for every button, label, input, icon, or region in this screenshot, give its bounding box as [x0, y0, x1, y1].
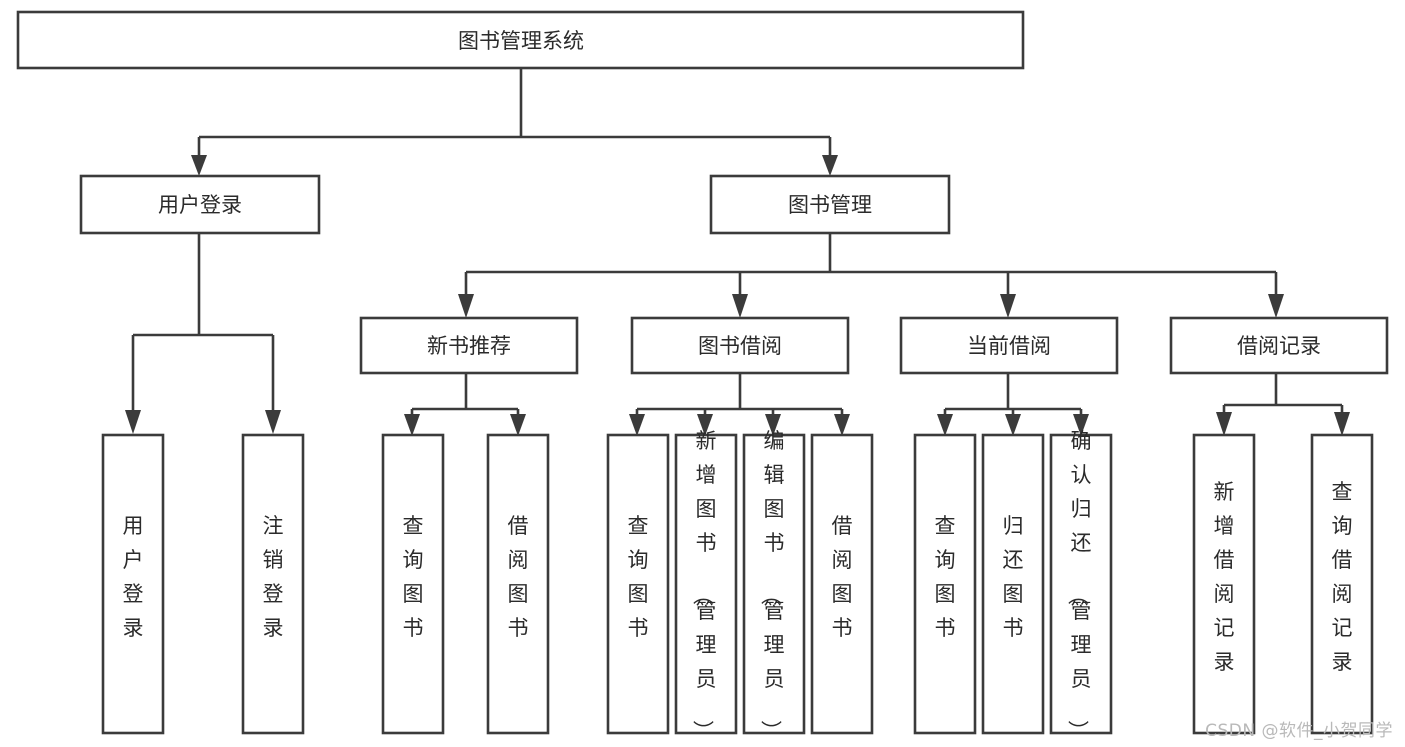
node-leaf-return-book[interactable]: 归还图书	[981, 433, 1045, 735]
node-leaf-borrow-book-2[interactable]: 借阅图书	[810, 433, 874, 735]
node-leaf-query-book-1-label: 查询图书	[403, 514, 424, 640]
csdn-watermark: CSDN @软件_小贺同学	[1205, 721, 1393, 741]
node-leaf-query-book-2[interactable]: 查询图书	[606, 433, 670, 735]
node-leaf-borrow-book-1-label: 借阅图书	[508, 514, 529, 640]
node-borrow-box[interactable]	[630, 316, 850, 375]
arrow-head-icon	[1268, 294, 1284, 318]
arrow-head-icon	[1216, 412, 1232, 436]
node-current-label: 当前借阅	[967, 334, 1051, 358]
arrow-head-icon	[937, 414, 953, 436]
node-borrow[interactable]: 图书借阅	[630, 316, 850, 375]
node-leaf-query-book-3-label: 查询图书	[935, 514, 956, 640]
arrow-head-icon	[1334, 412, 1350, 436]
node-leaf-query-book-3-box[interactable]	[913, 433, 977, 735]
arrow-head-icon	[765, 414, 781, 436]
arrow-head-icon	[125, 410, 141, 434]
arrow-head-icon	[1000, 294, 1016, 318]
node-login-label: 用户登录	[158, 193, 242, 217]
node-leaf-user-logout-label: 注销登录	[263, 514, 284, 640]
node-root-box[interactable]	[16, 10, 1025, 70]
node-newbook-label: 新书推荐	[427, 334, 511, 358]
node-leaf-confirm-return-box[interactable]	[1049, 433, 1113, 735]
connectors-layer	[125, 68, 1350, 436]
node-leaf-edit-book[interactable]: 编辑图书（管理员）	[742, 429, 806, 741]
node-leaf-query-record-box[interactable]	[1310, 433, 1374, 735]
arrow-head-icon	[629, 414, 645, 436]
node-leaf-confirm-return[interactable]: 确认归还（管理员）	[1049, 429, 1113, 741]
node-newbook[interactable]: 新书推荐	[359, 316, 579, 375]
node-leaf-query-book-2-label: 查询图书	[628, 514, 649, 640]
node-leaf-add-book-label: 新增图书（管理员）	[691, 429, 717, 741]
node-leaf-query-book-3[interactable]: 查询图书	[913, 433, 977, 735]
node-leaf-add-record[interactable]: 新增借阅记录	[1192, 433, 1256, 735]
node-leaf-query-record[interactable]: 查询借阅记录	[1310, 433, 1374, 735]
node-leaf-return-book-label: 归还图书	[1003, 514, 1024, 640]
node-leaf-query-book-2-box[interactable]	[606, 433, 670, 735]
node-leaf-user-login-label: 用户登录	[123, 514, 144, 640]
node-leaf-borrow-book-1[interactable]: 借阅图书	[486, 433, 550, 735]
node-leaf-borrow-book-1-box[interactable]	[486, 433, 550, 735]
node-login[interactable]: 用户登录	[79, 174, 321, 235]
node-leaf-user-logout[interactable]: 注销登录	[241, 433, 305, 735]
node-bookmgmt-box[interactable]	[709, 174, 951, 235]
node-newbook-box[interactable]	[359, 316, 579, 375]
node-leaf-add-book-box[interactable]	[674, 433, 738, 735]
arrow-head-icon	[458, 294, 474, 318]
node-current-box[interactable]	[899, 316, 1119, 375]
node-leaf-user-logout-box[interactable]	[241, 433, 305, 735]
arrow-head-icon	[834, 414, 850, 436]
arrow-head-icon	[404, 414, 420, 436]
node-root[interactable]: 图书管理系统	[16, 10, 1025, 70]
arrow-head-icon	[265, 410, 281, 434]
arrow-head-icon	[191, 155, 207, 176]
node-leaf-borrow-book-2-box[interactable]	[810, 433, 874, 735]
node-leaf-add-book[interactable]: 新增图书（管理员）	[674, 429, 738, 741]
node-leaf-add-record-box[interactable]	[1192, 433, 1256, 735]
node-records[interactable]: 借阅记录	[1169, 316, 1389, 375]
node-records-label: 借阅记录	[1237, 334, 1321, 358]
node-leaf-return-book-box[interactable]	[981, 433, 1045, 735]
node-leaf-user-login[interactable]: 用户登录	[101, 433, 165, 735]
node-leaf-user-login-box[interactable]	[101, 433, 165, 735]
node-borrow-label: 图书借阅	[698, 334, 782, 358]
arrow-head-icon	[510, 414, 526, 436]
node-login-box[interactable]	[79, 174, 321, 235]
node-root-label: 图书管理系统	[458, 29, 584, 53]
node-leaf-confirm-return-label: 确认归还（管理员）	[1066, 429, 1092, 741]
node-leaf-query-book-1-box[interactable]	[381, 433, 445, 735]
node-leaf-add-record-label: 新增借阅记录	[1214, 480, 1235, 674]
arrow-head-icon	[1073, 414, 1089, 436]
node-leaf-query-record-label: 查询借阅记录	[1332, 480, 1353, 674]
node-records-box[interactable]	[1169, 316, 1389, 375]
node-bookmgmt-label: 图书管理	[788, 193, 872, 217]
node-leaf-query-book-1[interactable]: 查询图书	[381, 433, 445, 735]
node-leaf-edit-book-label: 编辑图书（管理员）	[759, 429, 785, 741]
arrow-head-icon	[1005, 414, 1021, 436]
arrow-head-icon	[732, 294, 748, 318]
node-bookmgmt[interactable]: 图书管理	[709, 174, 951, 235]
node-leaf-edit-book-box[interactable]	[742, 433, 806, 735]
arrow-head-icon	[697, 414, 713, 436]
node-current[interactable]: 当前借阅	[899, 316, 1119, 375]
arrow-head-icon	[822, 155, 838, 176]
node-leaf-borrow-book-2-label: 借阅图书	[832, 514, 853, 640]
